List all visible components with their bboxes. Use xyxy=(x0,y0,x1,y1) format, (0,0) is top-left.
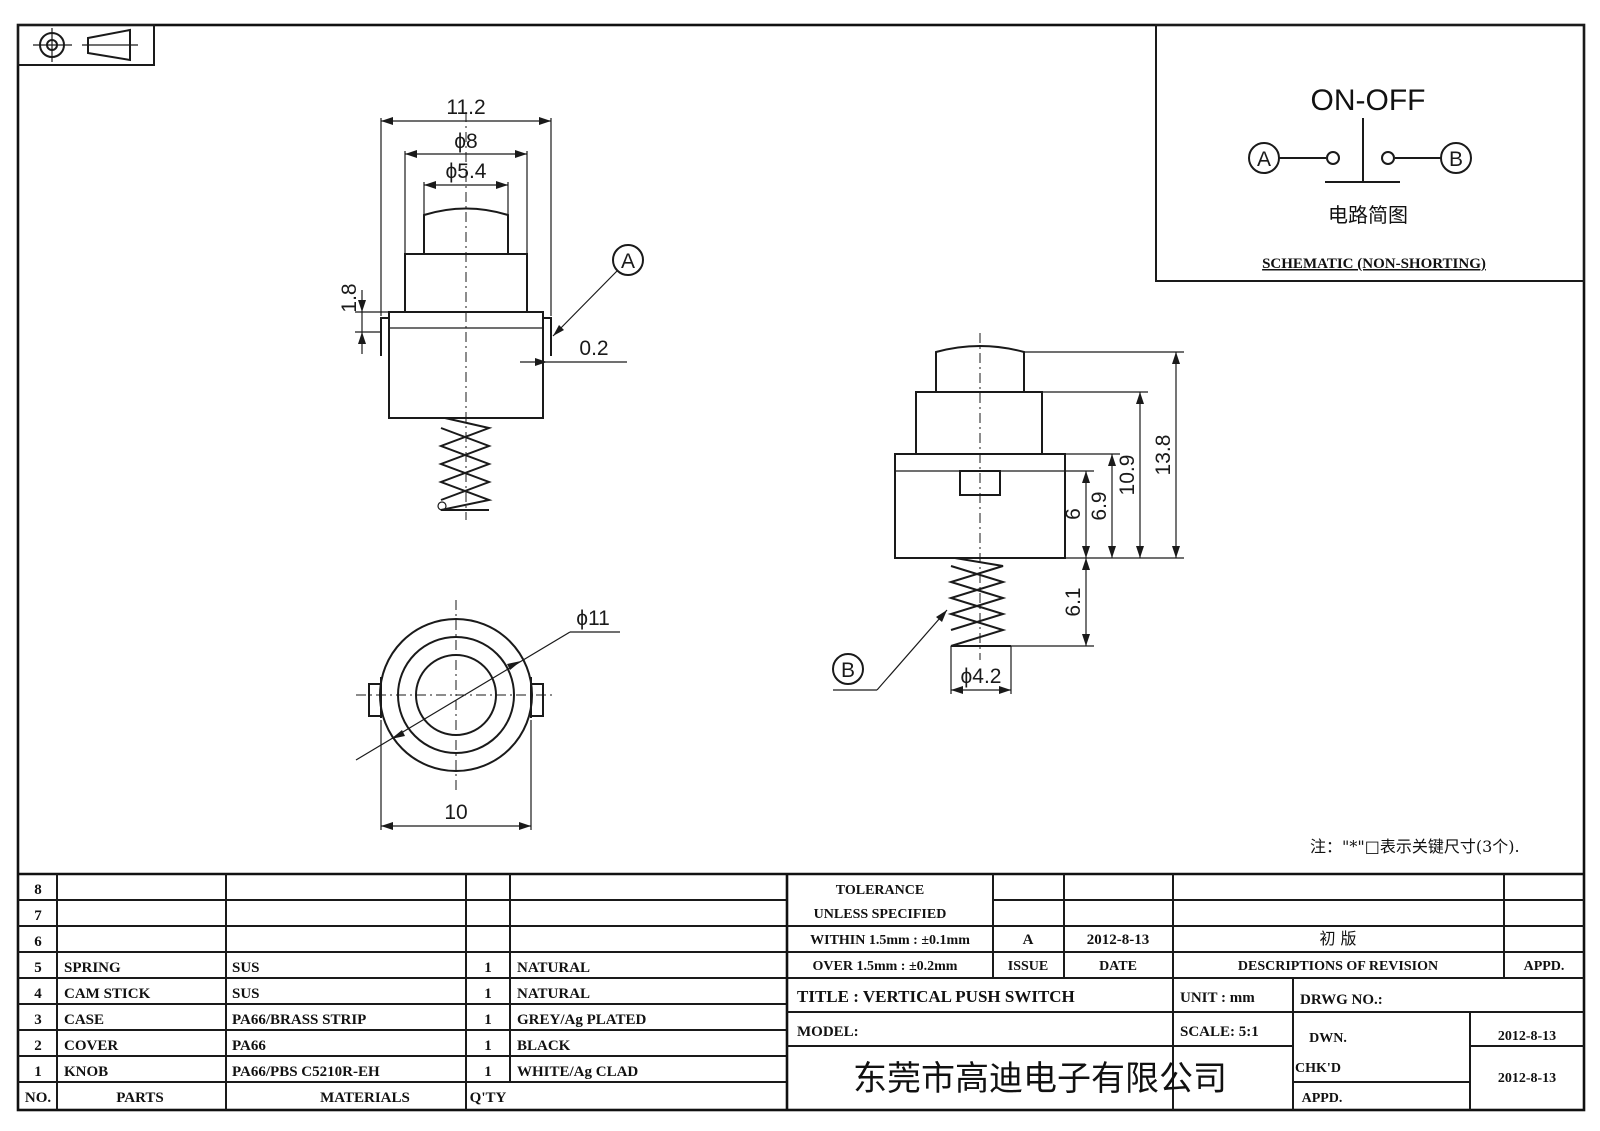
schematic-cn-label: 电路简图 xyxy=(1328,203,1408,227)
company-name: 东莞市高迪电子有限公司 xyxy=(853,1059,1227,1099)
bom-cell-qty: 1 xyxy=(484,960,492,976)
revision-issue-label: ISSUE xyxy=(1008,959,1048,974)
scale-label: SCALE: 5:1 xyxy=(1180,1024,1259,1040)
callout-a: A xyxy=(621,250,635,273)
bom-cell-material: PA66/BRASS STRIP xyxy=(232,1012,366,1028)
dim-11-2: 11.2 xyxy=(446,96,485,119)
bom-header-parts: PARTS xyxy=(116,1090,164,1106)
model-label: MODEL: xyxy=(797,1024,859,1040)
chkd-label: CHK'D xyxy=(1295,1061,1341,1076)
bom-cell-qty: 1 xyxy=(484,1064,492,1080)
bom-header-materials: MATERIALS xyxy=(320,1090,410,1106)
dwn-date: 2012-8-13 xyxy=(1498,1029,1556,1044)
drawing-title: TITLE : VERTICAL PUSH SWITCH xyxy=(797,987,1075,1006)
bom-cell-no: 5 xyxy=(34,960,42,976)
dim-0-2: 0.2 xyxy=(579,337,608,360)
dim-6-9: 6.9 xyxy=(1088,491,1111,520)
bom-cell-finish: BLACK xyxy=(517,1038,571,1054)
front-view: 11.2 ϕ8 ϕ5.4 1.8 0.2 A xyxy=(338,96,644,520)
bom-table xyxy=(18,872,1584,1110)
bom-cell-material: PA66/PBS C5210R-EH xyxy=(232,1064,380,1080)
bom-cell-finish: NATURAL xyxy=(517,960,590,976)
dim-dia-4-2: ϕ4.2 xyxy=(961,665,1002,688)
key-dimension-note: 注："*"□表示关键尺寸(3个). xyxy=(1310,837,1520,856)
bom-cell-finish: GREY/Ag PLATED xyxy=(517,1012,646,1028)
schematic-box: ON-OFF A B 电路简图 SCHEMATIC (NON-SHORTING) xyxy=(1155,24,1585,282)
dim-dia-8: ϕ8 xyxy=(454,130,477,153)
bom-cell-part: KNOB xyxy=(64,1064,108,1080)
bom-cell-no: 8 xyxy=(34,882,42,898)
top-view: ϕ11 10 xyxy=(355,600,620,830)
schematic-terminal-a: A xyxy=(1257,148,1271,171)
tolerance-line4: OVER 1.5mm : ±0.2mm xyxy=(813,959,958,974)
bom-cell-part: CASE xyxy=(64,1012,104,1028)
revision-appd-label: APPD. xyxy=(1524,959,1565,974)
revision-desc-label: DESCRIPTIONS OF REVISION xyxy=(1238,959,1438,974)
dim-dia-11: ϕ11 xyxy=(576,607,610,630)
bom-cell-material: SUS xyxy=(232,960,260,976)
bom-cell-part: COVER xyxy=(64,1038,118,1054)
schematic-terminal-b: B xyxy=(1449,148,1463,171)
schematic-heading: ON-OFF xyxy=(1311,84,1426,117)
dim-dia-5-4: ϕ5.4 xyxy=(446,160,487,183)
dim-6: 6 xyxy=(1062,508,1085,520)
bom-cell-no: 6 xyxy=(34,934,42,950)
tolerance-line1: TOLERANCE xyxy=(836,883,924,898)
dim-6-1: 6.1 xyxy=(1062,587,1085,616)
revision-block xyxy=(787,874,1584,1110)
unit-label: UNIT : mm xyxy=(1180,990,1255,1006)
bom-cell-material: PA66 xyxy=(232,1038,266,1054)
dim-10: 10 xyxy=(444,801,467,824)
bom-cell-no: 4 xyxy=(34,986,42,1002)
bom-header-no: NO. xyxy=(25,1090,52,1106)
bom-cell-finish: WHITE/Ag CLAD xyxy=(517,1064,638,1080)
bom-cell-no: 3 xyxy=(34,1012,42,1028)
bom-header-qty: Q'TY xyxy=(470,1090,507,1106)
dim-1-8: 1.8 xyxy=(338,283,361,312)
bom-cell-part: SPRING xyxy=(64,960,121,976)
dim-10-9: 10.9 xyxy=(1116,455,1139,496)
bom-cell-no: 2 xyxy=(34,1038,42,1054)
appd-label: APPD. xyxy=(1302,1091,1343,1106)
tolerance-line3: WITHIN 1.5mm : ±0.1mm xyxy=(810,933,970,948)
chkd-date: 2012-8-13 xyxy=(1498,1071,1556,1086)
drwg-no-label: DRWG NO.: xyxy=(1300,992,1383,1008)
bom-cell-no: 1 xyxy=(34,1064,42,1080)
bom-cell-no: 7 xyxy=(34,908,42,924)
projection-symbol-icon xyxy=(17,24,155,66)
revision-desc-value: 初 版 xyxy=(1319,929,1356,948)
side-view: 13.8 10.9 6.9 6 6.1 ϕ4.2 B xyxy=(832,333,1184,694)
bom-cell-qty: 1 xyxy=(484,986,492,1002)
dwn-label: DWN. xyxy=(1309,1031,1347,1046)
bom-cell-part: CAM STICK xyxy=(64,986,151,1002)
tolerance-line2: UNLESS SPECIFIED xyxy=(814,907,947,922)
bom-cell-qty: 1 xyxy=(484,1012,492,1028)
revision-issue-value: A xyxy=(1023,932,1034,948)
dim-13-8: 13.8 xyxy=(1152,435,1175,476)
schematic-caption: SCHEMATIC (NON-SHORTING) xyxy=(1262,256,1486,272)
revision-date-label: DATE xyxy=(1099,959,1137,974)
bom-cell-material: SUS xyxy=(232,986,260,1002)
bom-cell-qty: 1 xyxy=(484,1038,492,1054)
bom-cell-finish: NATURAL xyxy=(517,986,590,1002)
callout-b: B xyxy=(841,659,855,682)
sheet-border xyxy=(16,23,1586,1112)
revision-date-value: 2012-8-13 xyxy=(1087,932,1150,948)
